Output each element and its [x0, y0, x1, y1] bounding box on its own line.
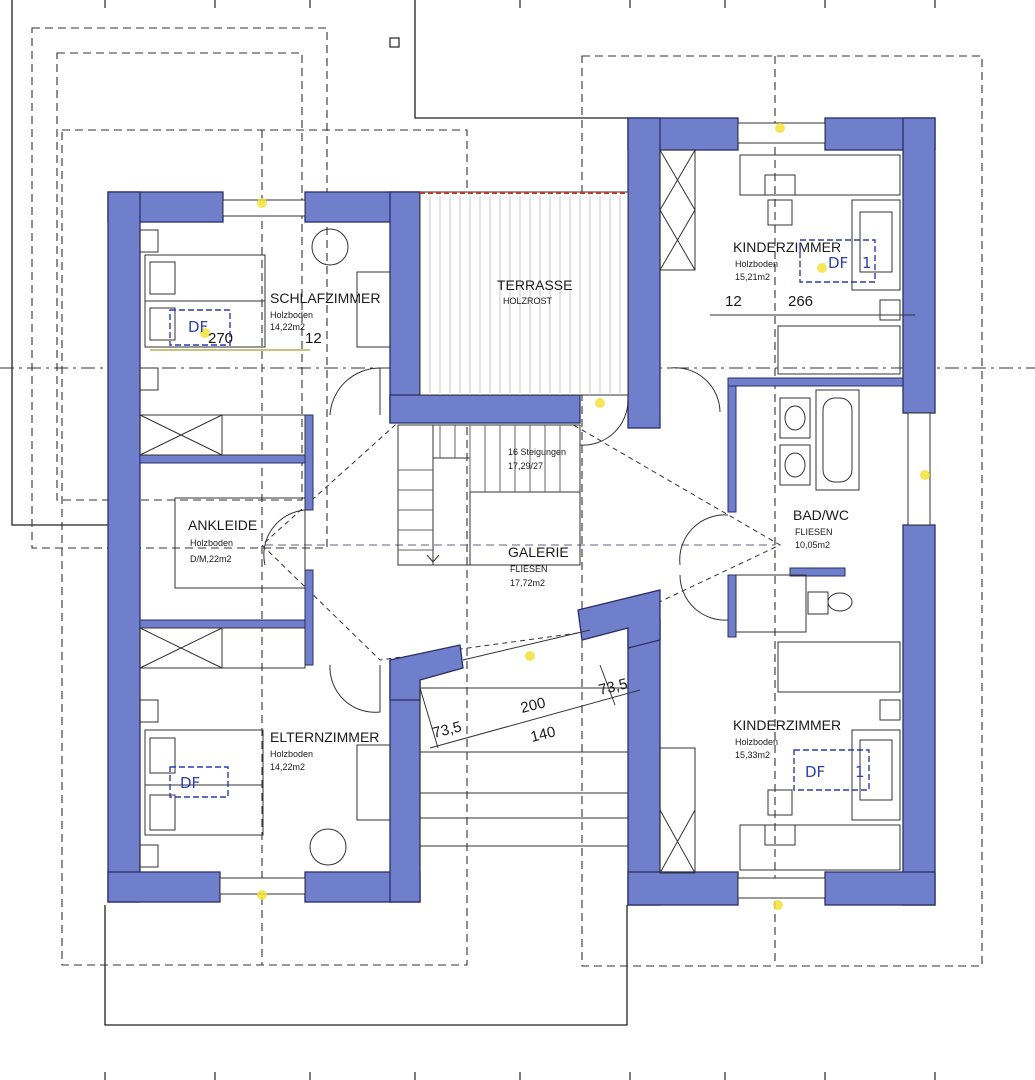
df-number: 1	[855, 763, 865, 781]
df-label: DF	[805, 763, 825, 781]
df-number: 1	[862, 254, 872, 272]
doors	[263, 367, 729, 713]
room-floor: HOLZROST	[503, 296, 553, 306]
staircase	[397, 424, 581, 566]
room-area: 17,72m2	[510, 578, 545, 588]
df-label: DF	[188, 318, 208, 336]
furniture-kinderzimmer-1	[659, 149, 901, 375]
df-label: DF	[180, 774, 200, 792]
wardrobe-schlafzimmer	[139, 414, 306, 456]
room-name: ANKLEIDE	[188, 517, 257, 533]
room-area: 10,05m2	[795, 540, 830, 550]
room-label-terrasse: TERRASSE HOLZROST	[497, 277, 572, 306]
dim-schlaf-270: 270	[208, 330, 233, 347]
dim-kinder1-12: 12	[725, 293, 742, 310]
room-floor: Holzboden	[735, 737, 778, 747]
room-floor: Holzboden	[270, 749, 313, 759]
dim-stair-73-left: 73,5	[431, 718, 463, 742]
furniture-kinderzimmer-2	[659, 641, 901, 874]
roof-outline	[11, 0, 630, 1026]
stair-steps: 16 Steigungen	[508, 447, 566, 457]
room-name: KINDERZIMMER	[733, 239, 841, 255]
room-label-ankleide: ANKLEIDE Holzboden D/M,22m2	[188, 517, 257, 564]
room-name: TERRASSE	[497, 277, 572, 293]
dim-kinder1-266: 266	[788, 293, 813, 310]
room-name: ELTERNZIMMER	[270, 729, 379, 745]
edge-ticks	[104, 0, 936, 1080]
room-area: 14,22m2	[270, 322, 305, 332]
room-name: KINDERZIMMER	[733, 717, 841, 733]
windows	[219, 122, 931, 899]
handwritten-annotations: DF 1 DF 1 DF DF	[169, 239, 876, 798]
room-name: SCHLAFZIMMER	[270, 290, 380, 306]
df-label: DF	[828, 254, 848, 272]
stair-annotation: 16 Steigungen 17,29/27	[508, 447, 566, 471]
terrace	[419, 191, 629, 396]
room-area: 15,33m2	[735, 750, 770, 760]
room-floor: Holzboden	[190, 538, 233, 548]
bed-elternzimmer	[139, 699, 391, 868]
room-area: 15,21m2	[735, 272, 770, 282]
room-floor: FLIESEN	[510, 564, 548, 574]
bed-schlafzimmer	[139, 228, 391, 391]
dim-stair-200: 200	[519, 694, 547, 717]
room-area: D/M,22m2	[190, 554, 232, 564]
dimension-labels: 12 266 270 12 200 140 73,5 73,5	[150, 293, 915, 746]
reference-square	[389, 37, 400, 48]
room-floor: Holzboden	[270, 310, 313, 320]
room-area: 14,22m2	[270, 762, 305, 772]
room-label-galerie: GALERIE FLIESEN 17,72m2	[508, 544, 569, 588]
room-floor: Holzboden	[735, 259, 778, 269]
room-name: BAD/WC	[793, 507, 849, 523]
wardrobe-ankleide	[139, 497, 306, 669]
room-label-schlafzimmer: SCHLAFZIMMER Holzboden 14,22m2	[270, 290, 380, 332]
room-label-elternzimmer: ELTERNZIMMER Holzboden 14,22m2	[270, 729, 379, 772]
room-label-kinderzimmer-2: KINDERZIMMER Holzboden 15,33m2	[733, 717, 841, 760]
stair-ratio: 17,29/27	[508, 461, 543, 471]
lower-staircase	[419, 629, 641, 870]
dim-schlaf-12: 12	[305, 330, 322, 347]
dim-stair-73-right: 73,5	[597, 675, 629, 699]
room-name: GALERIE	[508, 544, 569, 560]
bathroom-fixtures	[735, 389, 860, 633]
room-label-bad-wc: BAD/WC FLIESEN 10,05m2	[793, 507, 849, 550]
highlight-markers	[200, 123, 930, 910]
room-floor: FLIESEN	[795, 527, 833, 537]
room-label-kinderzimmer-1: KINDERZIMMER Holzboden 15,21m2	[733, 239, 841, 282]
dim-stair-140: 140	[529, 723, 557, 746]
